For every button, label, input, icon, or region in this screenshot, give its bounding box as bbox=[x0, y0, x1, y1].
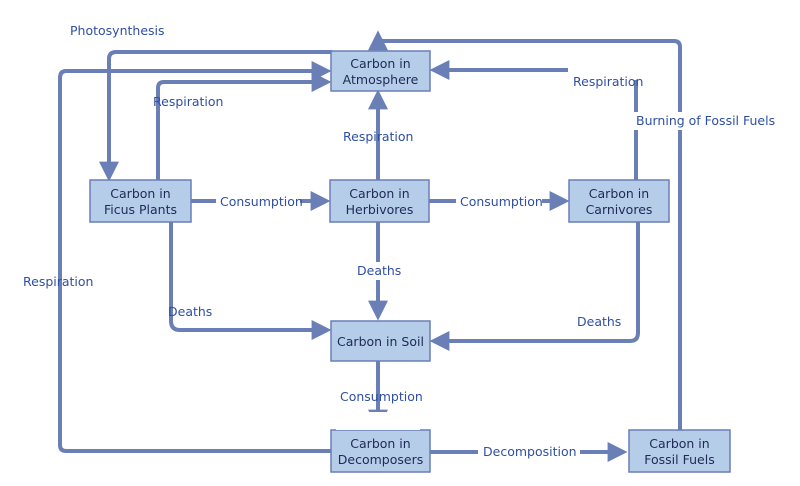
node-carnivores: Carbon in Carnivores bbox=[568, 179, 670, 223]
label-respiration-carnivores: Respiration bbox=[573, 74, 643, 89]
node-carnivores-line2: Carnivores bbox=[586, 202, 653, 217]
node-soil-line1: Carbon in Soil bbox=[337, 334, 424, 349]
node-fossil-fuels: Carbon in Fossil Fuels bbox=[628, 429, 731, 473]
edge-respiration-decomposers bbox=[58, 61, 333, 453]
label-deaths-herbivores: Deaths bbox=[357, 263, 401, 278]
label-respiration-herbivores: Respiration bbox=[343, 129, 413, 144]
label-burning-fossil-fuels: Burning of Fossil Fuels bbox=[636, 113, 775, 128]
label-decomposition: Decomposition bbox=[483, 444, 577, 459]
label-consumption-soil-decomposers: Consumption bbox=[340, 389, 423, 404]
label-respiration-ficus: Respiration bbox=[153, 94, 223, 109]
label-deaths-carnivores: Deaths bbox=[577, 314, 621, 329]
node-ficus-line1: Carbon in bbox=[110, 186, 170, 201]
node-decomposers-line1: Carbon in bbox=[350, 436, 410, 451]
node-ficus-line2: Ficus Plants bbox=[104, 202, 177, 217]
node-ficus-plants: Carbon in Ficus Plants bbox=[89, 179, 192, 223]
node-fossil-line2: Fossil Fuels bbox=[644, 452, 714, 467]
edge-deaths-ficus bbox=[169, 220, 332, 340]
node-atmosphere: Carbon in Atmosphere bbox=[330, 50, 431, 92]
node-herbivores-line1: Carbon in bbox=[349, 186, 409, 201]
label-consumption-ficus-herbivores: Consumption bbox=[220, 194, 303, 209]
label-photosynthesis: Photosynthesis bbox=[70, 23, 165, 38]
node-carnivores-line1: Carbon in bbox=[589, 186, 649, 201]
edge-burning-fossil-fuels bbox=[368, 30, 682, 432]
edge-photosynthesis bbox=[99, 50, 333, 182]
node-herbivores: Carbon in Herbivores bbox=[329, 179, 430, 223]
node-atmosphere-line1: Carbon in bbox=[350, 56, 410, 71]
node-atmosphere-line2: Atmosphere bbox=[343, 72, 419, 87]
label-respiration-decomposers: Respiration bbox=[23, 274, 93, 289]
node-decomposers: Carbon in Decomposers bbox=[330, 429, 431, 473]
node-herbivores-line2: Herbivores bbox=[346, 202, 414, 217]
edge-respiration-ficus bbox=[156, 72, 332, 182]
label-consumption-herbivores-carnivores: Consumption bbox=[460, 194, 543, 209]
node-decomposers-line2: Decomposers bbox=[338, 452, 423, 467]
edge-deaths-carnivores bbox=[429, 220, 640, 351]
node-soil: Carbon in Soil bbox=[330, 320, 431, 362]
node-fossil-line1: Carbon in bbox=[649, 436, 709, 451]
label-deaths-ficus: Deaths bbox=[168, 304, 212, 319]
